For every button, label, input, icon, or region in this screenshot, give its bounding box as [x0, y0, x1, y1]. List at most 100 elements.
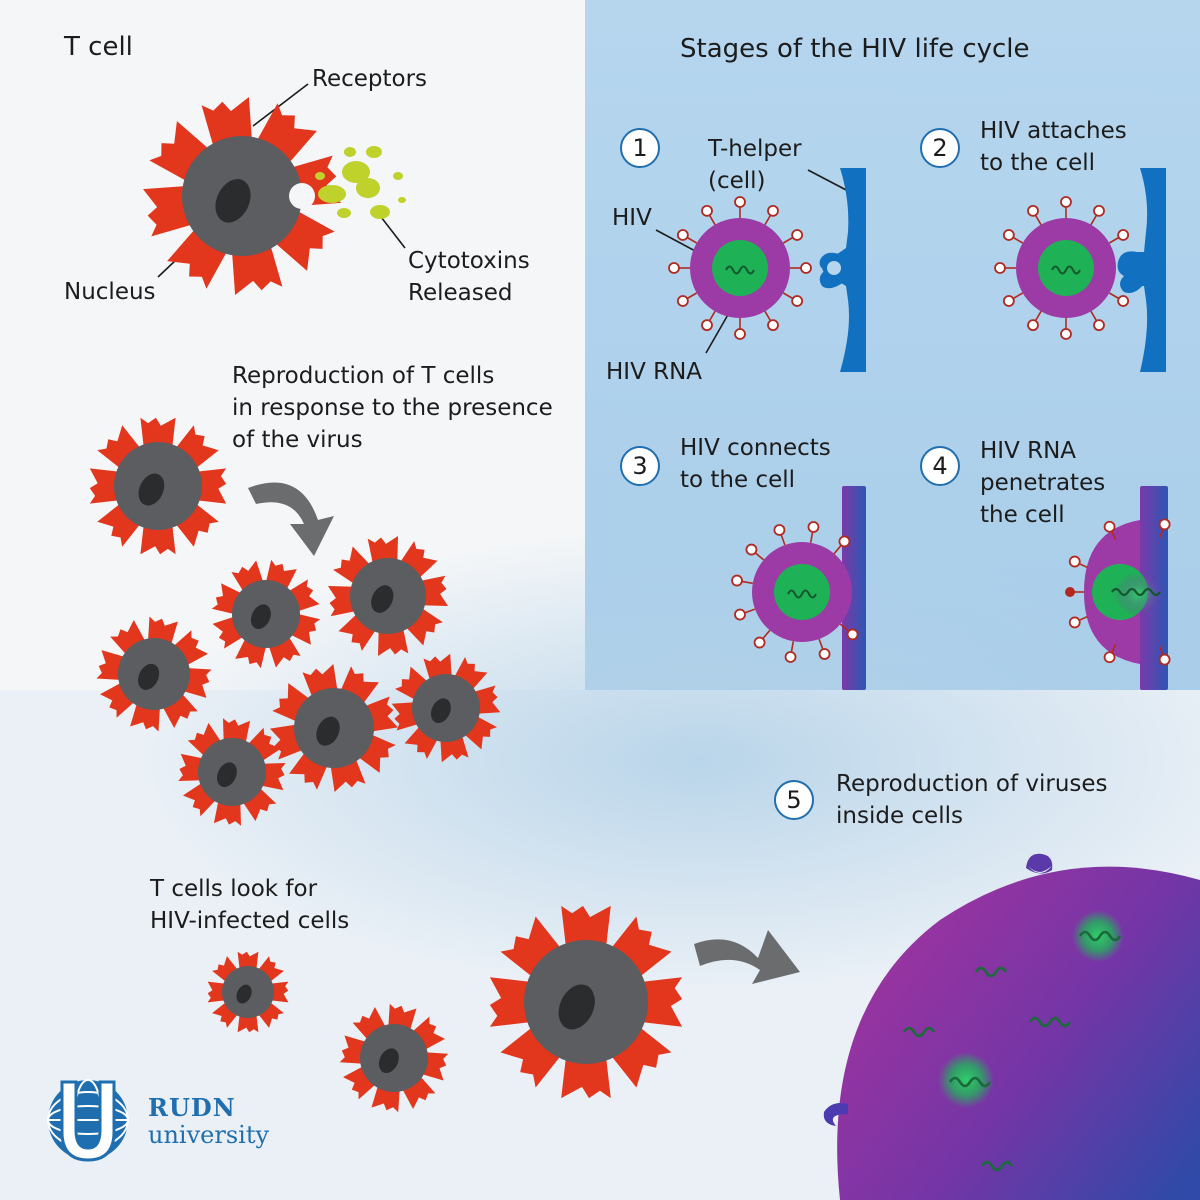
hiv-virion-stage-2: [994, 196, 1130, 340]
hiv-rna: [725, 265, 755, 275]
t-helper-cell-wall-2: [1128, 168, 1166, 372]
nucleus: [138, 663, 160, 690]
hiv-spike: [784, 651, 797, 663]
stage-3-illustration: [731, 486, 866, 690]
receptor: [328, 586, 357, 617]
stage-4-illustration: [1065, 486, 1171, 690]
receptor: [259, 763, 286, 791]
hiv-spikes-stage-4: [1068, 518, 1171, 666]
hiv-spike: [1002, 295, 1015, 307]
hiv-spike: [1060, 328, 1072, 340]
hunting-t-cell-medium: [339, 1003, 449, 1113]
hiv-spike: [753, 636, 766, 649]
stage-1-illustration: [668, 168, 866, 372]
nucleus: [378, 1048, 399, 1074]
stage-5-label: Reproduction of viruses inside cells: [836, 771, 1108, 829]
receptor: [561, 905, 611, 950]
hiv-spike: [701, 319, 713, 332]
nucleus: [316, 716, 340, 746]
hiv-spike: [846, 628, 859, 641]
rudn-logo-emblem: [47, 1079, 129, 1162]
hiv-spike: [1158, 653, 1171, 666]
receptor: [237, 1014, 259, 1033]
receptor: [178, 753, 205, 781]
hiv-spike: [1068, 555, 1081, 568]
hiv-rna: [1051, 265, 1081, 275]
reproduced-t-cell: [270, 664, 398, 792]
hiv-spike: [676, 295, 689, 307]
stage-5-number: 5: [774, 780, 814, 820]
hiv-spike: [1103, 651, 1116, 664]
nucleus: [236, 984, 252, 1004]
reproduced-t-cell: [211, 559, 321, 669]
stage-1-number: 1: [620, 128, 660, 168]
hiv-spike: [1027, 319, 1039, 332]
hiv-spike: [731, 574, 743, 587]
hiv-spike: [800, 262, 812, 274]
t-helper-label: T-helper (cell): [708, 136, 802, 194]
t-cell: [143, 97, 341, 295]
hiv-spike: [668, 262, 680, 274]
hiv-spike: [745, 543, 758, 556]
hiv-spike: [1158, 518, 1171, 531]
arrow-to-infected-cell: [694, 930, 800, 984]
hiv-spike: [1117, 295, 1130, 307]
hiv-spike: [1093, 319, 1105, 332]
reproduced-t-cell: [178, 718, 286, 826]
hiv-virion-stage-1: [668, 196, 812, 340]
receptor: [223, 718, 251, 745]
receptor: [140, 417, 176, 449]
receptor: [237, 951, 259, 970]
receptor: [367, 536, 398, 565]
receptor: [561, 1054, 611, 1099]
nucleus: [138, 473, 165, 506]
hunting-t-cell-large: [489, 905, 683, 1099]
hiv-spike: [791, 229, 804, 241]
hiv-spike: [838, 535, 851, 548]
hiv-spike: [807, 521, 820, 533]
receptor: [213, 799, 241, 826]
hiv-spike: [1093, 204, 1105, 217]
hiv-spike: [734, 328, 746, 340]
hiv-spike: [767, 204, 779, 217]
nucleus: [371, 585, 394, 613]
nucleus: [430, 698, 451, 724]
reproduced-t-cell: [391, 653, 501, 763]
t-cell-title: T cell: [64, 32, 133, 62]
receptor: [207, 981, 226, 1003]
hiv-spike: [1002, 229, 1015, 241]
cytotoxins: [315, 146, 406, 219]
receptors-label: Receptors: [312, 66, 428, 92]
hiv-rna: [787, 589, 817, 599]
stage-4-label: HIV RNA penetrates the cell: [980, 438, 1106, 528]
infected-cell-stage-5: [823, 853, 1200, 1200]
logo-university: university: [148, 1121, 270, 1149]
hiv-spike: [1068, 616, 1081, 629]
hiv-spike: [734, 196, 746, 208]
hiv-spike: [773, 524, 786, 536]
receptor: [378, 627, 409, 656]
hiv-spike: [994, 262, 1006, 274]
stage-3-number: 3: [620, 446, 660, 486]
curved-arrow-reproduction: [248, 482, 334, 556]
hiv-spike: [701, 204, 713, 217]
hiv-spike: [676, 229, 689, 241]
logo-rudn: RUDN: [148, 1093, 236, 1122]
stage-3-label: HIV connects to the cell: [680, 435, 831, 493]
receptor: [140, 523, 176, 555]
receptor: [489, 977, 534, 1027]
stage-2-number: 2: [920, 128, 960, 168]
hiv-virion-stage-3: [731, 521, 859, 663]
hiv-spike: [1103, 520, 1116, 533]
reproduced-t-cell: [328, 536, 448, 656]
hiv-spike: [1117, 229, 1130, 241]
nucleus: [216, 762, 237, 788]
reproduced-t-cell: [96, 616, 212, 732]
nucleus: [250, 604, 271, 630]
lifecycle-title: Stages of the HIV life cycle: [680, 34, 1030, 64]
receptor: [270, 981, 289, 1003]
viral-rna-strands: [902, 930, 1122, 1172]
nucleus: [558, 984, 595, 1030]
